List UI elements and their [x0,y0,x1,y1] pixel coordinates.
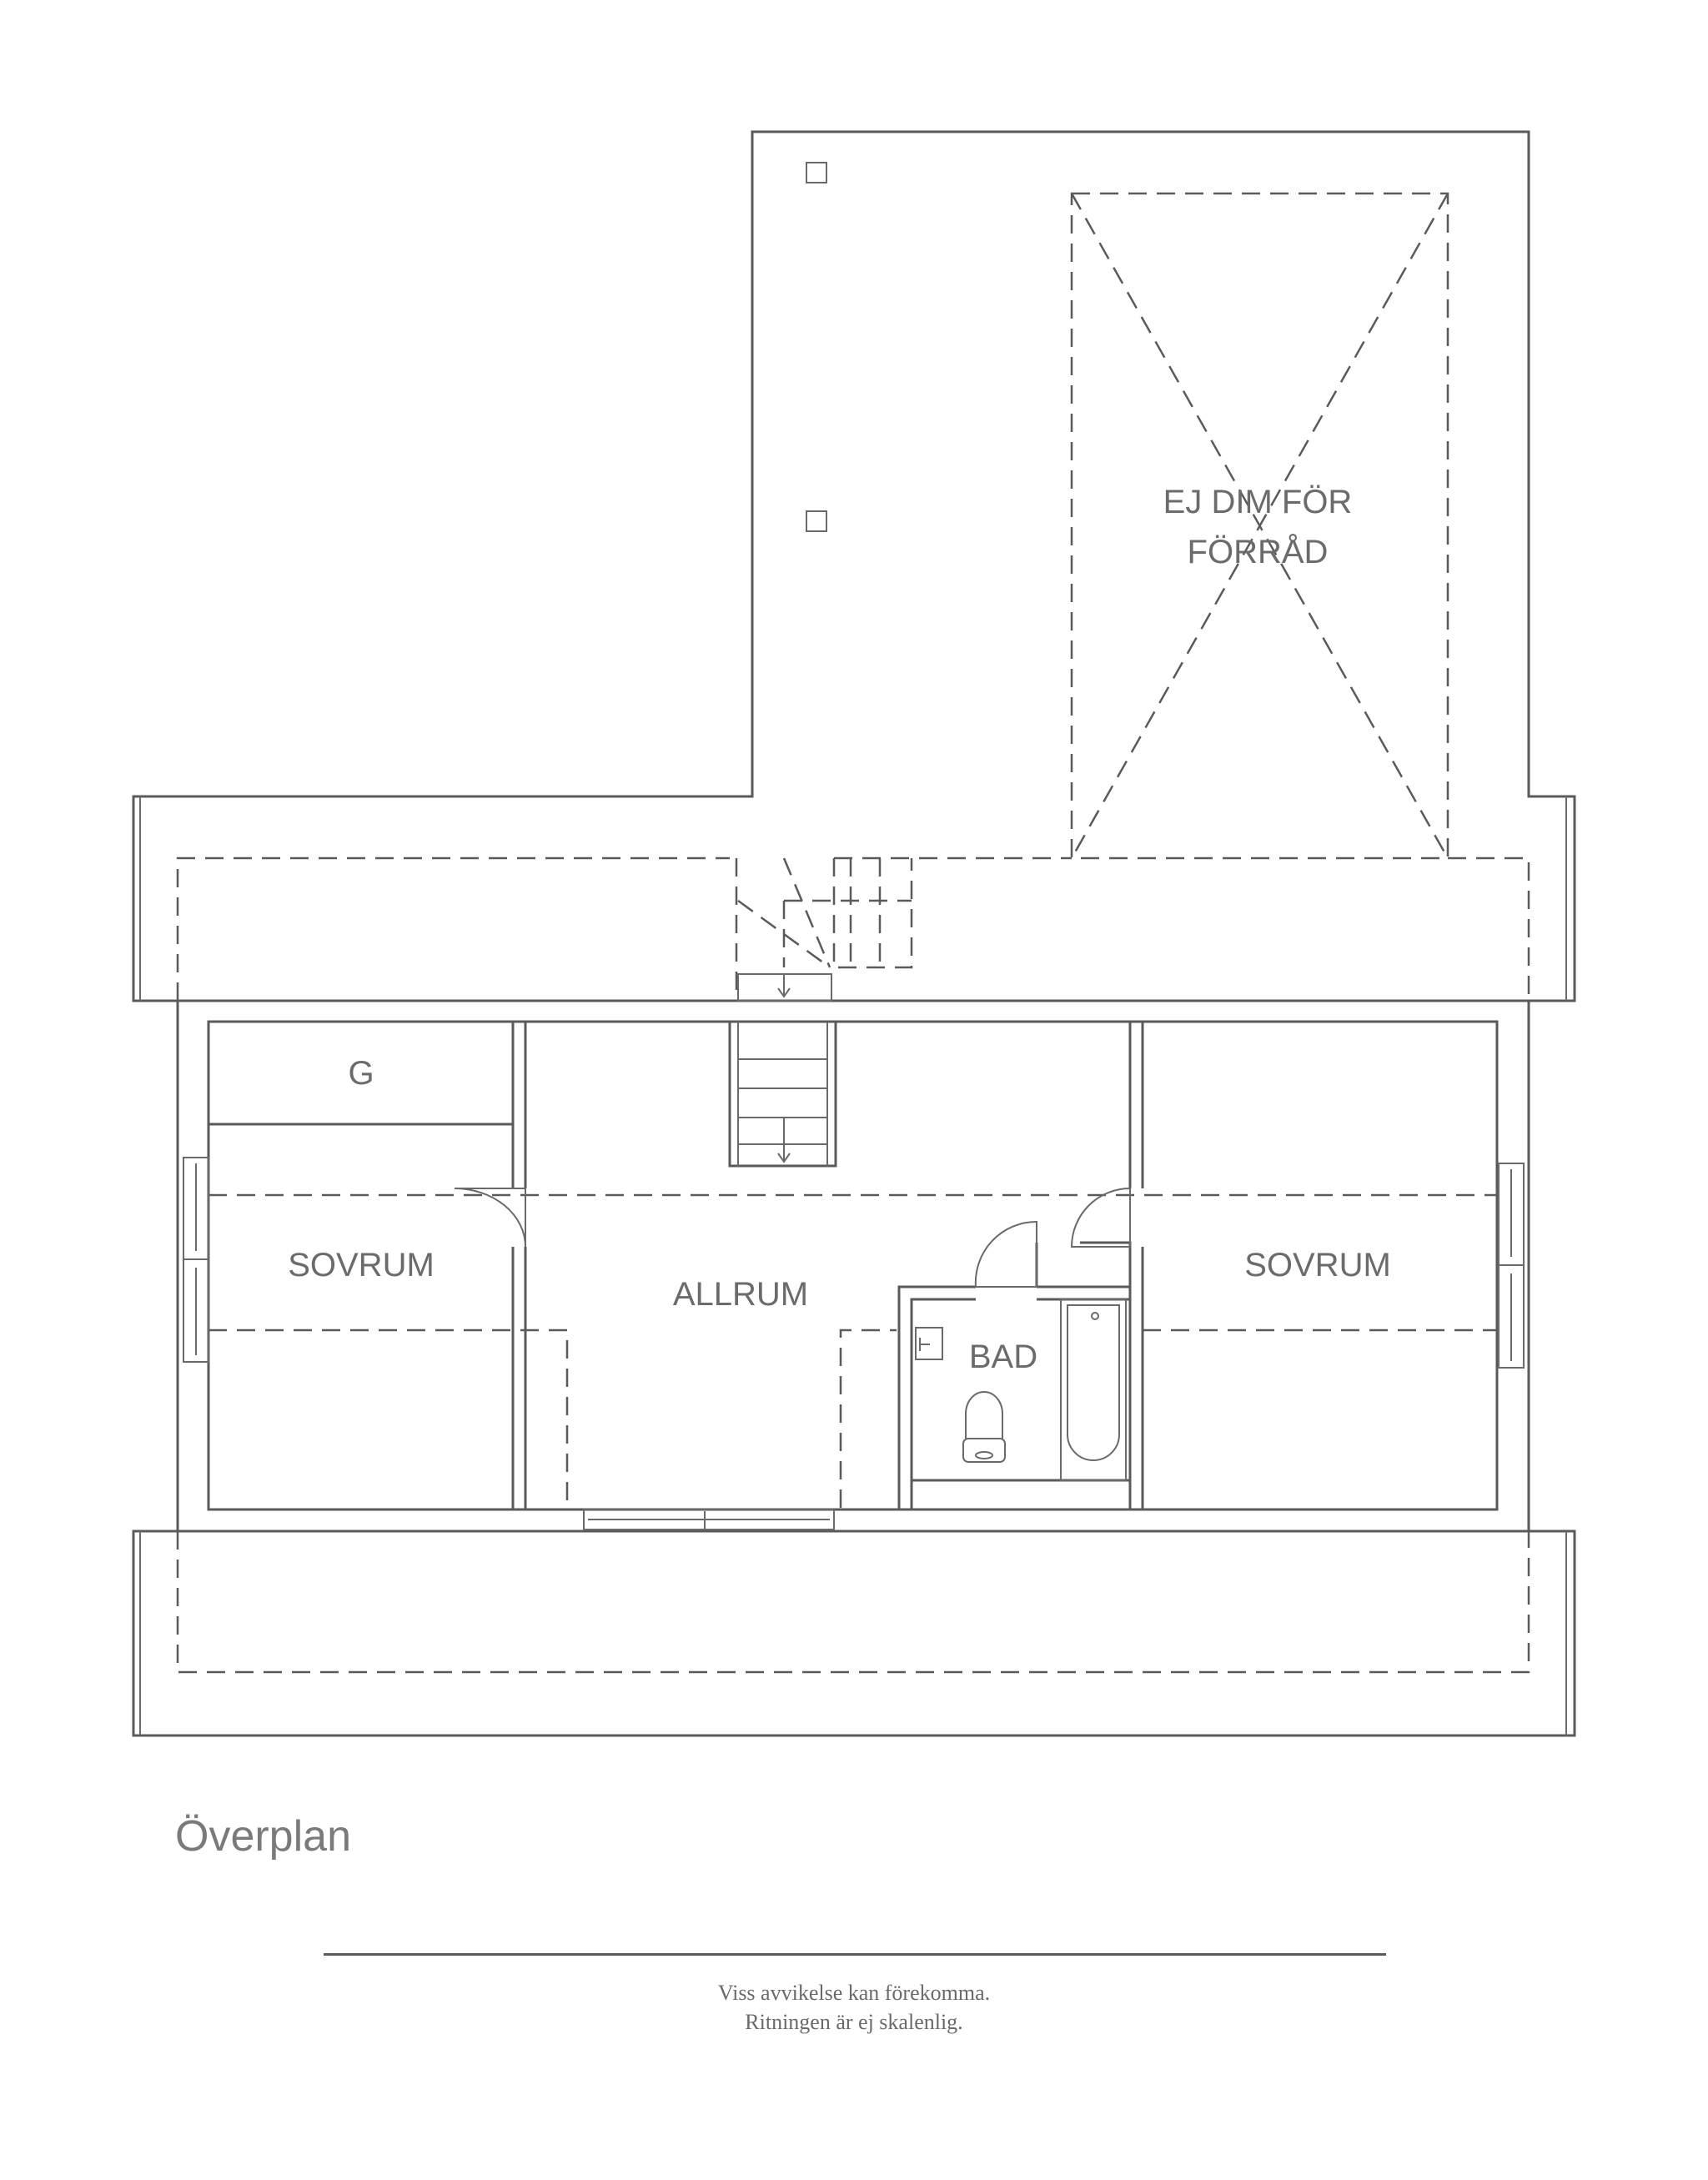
house-wall [176,1001,1530,1533]
roof-outline [132,130,1576,1002]
storage-label-line1: EJ DIM FÖR [1163,484,1353,520]
door-bath [974,1220,1037,1288]
living-label: ALLRUM [673,1276,808,1313]
disclaimer-line1: Viss avvikelse kan förekomma. [717,1981,991,2005]
storage-area [1070,192,1449,860]
bathtub [1060,1298,1127,1481]
door-right-bedroom [1070,1187,1131,1248]
storage-label-line2: FÖRRÅD [1188,533,1329,570]
window-right [1498,1163,1525,1369]
bedroom-right-label: SOVRUM [1244,1247,1391,1283]
toilet [962,1391,1006,1463]
window-left [183,1157,209,1363]
vent-square-top [806,162,827,183]
storage-cross [1070,193,1449,859]
knee-wall-upper [176,856,1530,1001]
sink [915,1327,943,1360]
window-bottom [583,1509,835,1530]
stair-lower [728,1022,837,1168]
bath-label: BAD [969,1339,1037,1375]
wall-bath-corner [1035,1241,1132,1287]
bedroom-left-label: SOVRUM [288,1247,435,1283]
closet-label: G [348,1055,374,1092]
disclaimer-line2: Ritningen är ej skalenlig. [745,2010,963,2034]
wall-bath [897,1285,1130,1509]
lower-eave-outline [132,1530,1576,1737]
slope-line-left [208,1329,569,1508]
knee-wall-lower [176,1531,1530,1674]
plan-title: Överplan [175,1812,351,1861]
vent-square-bottom [806,510,827,532]
footer-divider [324,1953,1386,1956]
wall-left-bedroom [511,1022,527,1509]
slope-line-allrum [839,1329,897,1508]
door-left-bedroom [454,1188,526,1248]
stair-upper [735,857,913,1002]
wall-right-bedroom [1128,1022,1144,1509]
